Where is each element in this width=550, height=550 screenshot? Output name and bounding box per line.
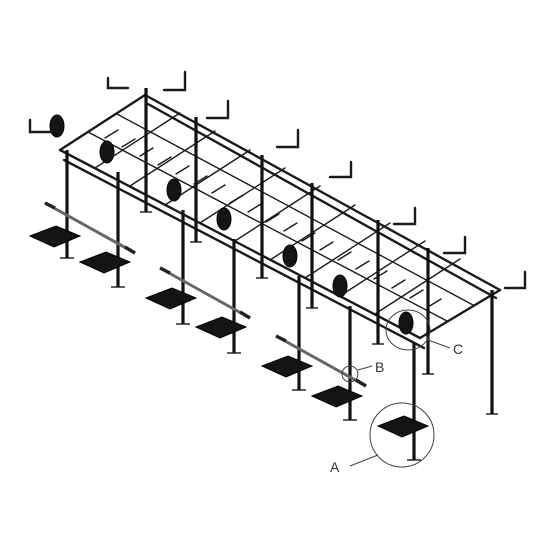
station-5 bbox=[260, 244, 314, 391]
station-6 bbox=[310, 274, 364, 421]
barbells bbox=[44, 201, 367, 388]
roof-frame bbox=[28, 70, 527, 350]
callout-a: A bbox=[330, 402, 435, 475]
rear-posts bbox=[140, 88, 498, 415]
station-3 bbox=[144, 178, 198, 325]
station-4 bbox=[194, 207, 248, 354]
callout-b-label: B bbox=[375, 359, 384, 375]
station-2 bbox=[78, 140, 132, 288]
callout-c: C bbox=[385, 309, 463, 357]
callout-a-label: A bbox=[330, 459, 340, 475]
callout-c-label: C bbox=[453, 341, 463, 357]
station-1 bbox=[28, 114, 82, 259]
callout-b: B bbox=[341, 359, 384, 383]
station-7 bbox=[376, 311, 430, 461]
